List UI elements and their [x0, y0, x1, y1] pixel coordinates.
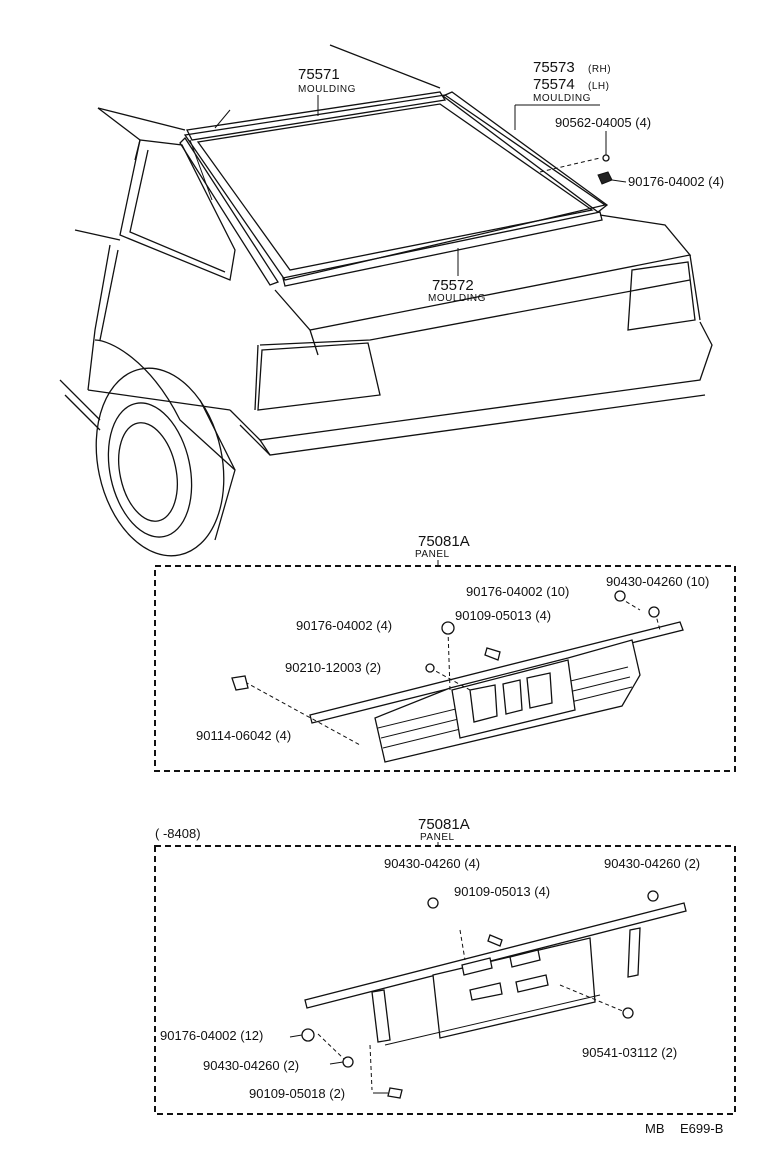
- grommet-icon: [647, 890, 659, 902]
- washer-icon: [425, 663, 435, 673]
- panel-1-callout-2: 90430-04260 (10): [606, 574, 709, 589]
- clip-icon: [231, 675, 249, 691]
- panel-2-garnish: [301, 890, 687, 1099]
- panel-1-frame: [154, 565, 736, 772]
- panel-2-frame: [154, 845, 736, 1115]
- screw-icon: [387, 1087, 403, 1099]
- panel-2-number: 75081A: [418, 816, 470, 833]
- panel-2-callout-7: 90541-03112 (2): [582, 1045, 677, 1060]
- panel-1-callout-6: 90114-06042 (4): [196, 728, 291, 743]
- clip-icon: [602, 154, 610, 162]
- panel-1-garnish: [231, 590, 684, 763]
- moulding-side-lh-number: 75574: [533, 76, 575, 93]
- moulding-side-name: MOULDING: [533, 93, 591, 104]
- moulding-upper-number: 75571: [298, 66, 340, 83]
- clip-a-label: 90562-04005 (4): [555, 115, 651, 130]
- moulding-side-lh-suffix: (LH): [588, 81, 609, 92]
- panel-1-callout-1: 90176-04002 (10): [466, 584, 569, 599]
- moulding-side-rh-number: 75573: [533, 59, 575, 76]
- car-rear-illustration: [59, 44, 713, 557]
- panel-1-number: 75081A: [418, 533, 470, 550]
- moulding-upper-name: MOULDING: [298, 84, 356, 95]
- panel-1-group: 75081A PANEL 90176-04002 (10): [154, 533, 736, 772]
- nut-icon: [441, 621, 455, 635]
- panel-2-group: ( -8408) 75081A PANEL: [154, 816, 736, 1115]
- moulding-side-rh-suffix: (RH): [588, 64, 611, 75]
- panel-2-callout-6: 90109-05018 (2): [249, 1086, 345, 1101]
- nut-icon: [597, 171, 613, 185]
- panel-1-callout-4: 90109-05013 (4): [455, 608, 551, 623]
- panel-2-callout-4: 90176-04002 (12): [160, 1028, 263, 1043]
- moulding-lower-number: 75572: [432, 277, 474, 294]
- panel-2-callout-1: 90430-04260 (4): [384, 856, 480, 871]
- panel-1-callout-5: 90210-12003 (2): [285, 660, 381, 675]
- panel-2-name: PANEL: [420, 832, 455, 843]
- moulding-lower-name: MOULDING: [428, 293, 486, 304]
- footer-code: MB: [645, 1121, 665, 1136]
- grommet-icon: [342, 1056, 354, 1068]
- top-labels: 75571 MOULDING 75573 (RH) 75574 (LH) MOU…: [298, 59, 724, 304]
- panel-1-callout-3: 90176-04002 (4): [296, 618, 392, 633]
- footer-ref: E699-B: [680, 1121, 723, 1136]
- nut-a-label: 90176-04002 (4): [628, 174, 724, 189]
- grommet-icon: [648, 606, 660, 618]
- nut-icon: [301, 1028, 315, 1042]
- nut-icon: [622, 1007, 634, 1019]
- panel-1-name: PANEL: [415, 549, 450, 560]
- panel-2-callout-5: 90430-04260 (2): [203, 1058, 299, 1073]
- nut-icon: [614, 590, 626, 602]
- screw-icon: [484, 647, 501, 661]
- panel-2-callout-3: 90109-05013 (4): [454, 884, 550, 899]
- screw-icon: [487, 934, 503, 947]
- panel-2-range: ( -8408): [155, 826, 201, 841]
- grommet-icon: [427, 897, 439, 909]
- panel-2-callout-2: 90430-04260 (2): [604, 856, 700, 871]
